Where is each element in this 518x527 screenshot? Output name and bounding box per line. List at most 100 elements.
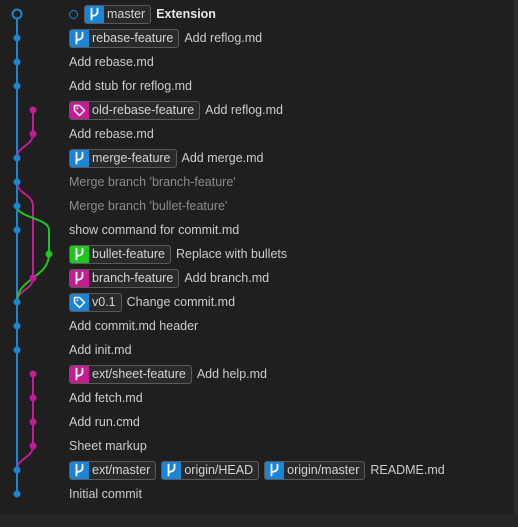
commit-row[interactable]: Add init.md xyxy=(69,338,132,362)
branch-icon xyxy=(70,461,89,479)
status-strip xyxy=(0,514,518,527)
commit-dot xyxy=(13,226,21,234)
commit-dot xyxy=(29,130,37,138)
commit-row[interactable]: master Extension xyxy=(69,2,216,26)
ref-label: rebase-feature xyxy=(92,31,174,45)
branch-icon xyxy=(162,461,182,479)
head-indicator-icon xyxy=(69,9,78,19)
commit-row[interactable]: rebase-feature Add reflog.md xyxy=(69,26,262,50)
commit-dot xyxy=(45,250,53,258)
ref-label: ext/master xyxy=(92,463,151,477)
branch-badge[interactable]: ext/sheet-feature xyxy=(69,364,192,384)
branch-icon xyxy=(85,5,104,23)
ref-label: branch-feature xyxy=(92,271,174,285)
commit-dot xyxy=(13,178,21,186)
commit-message: Add branch.md xyxy=(184,271,270,285)
commit-dot xyxy=(13,466,21,474)
commit-dot xyxy=(13,298,21,306)
ref-label: old-rebase-feature xyxy=(92,103,195,117)
commit-row[interactable]: Sheet markup xyxy=(69,434,147,458)
commit-dot xyxy=(13,346,21,354)
commit-dot xyxy=(29,274,37,282)
commit-graph xyxy=(11,8,53,498)
ref-label: ext/sheet-feature xyxy=(92,367,186,381)
commit-row[interactable]: Add rebase.md xyxy=(69,50,154,74)
commit-row[interactable]: Add fetch.md xyxy=(69,386,143,410)
ref-label: origin/HEAD xyxy=(184,463,254,477)
commit-message: Add merge.md xyxy=(181,151,264,165)
commit-dot xyxy=(13,202,21,210)
branch-badge[interactable]: branch-feature xyxy=(69,268,180,288)
graph-line-branch-feature-out xyxy=(16,181,34,207)
branch-icon xyxy=(70,269,89,287)
commit-message: show command for commit.md xyxy=(69,223,240,237)
commit-row[interactable]: Merge branch 'branch-feature' xyxy=(69,170,236,194)
commit-message: Add fetch.md xyxy=(69,391,143,405)
commit-message: Add help.md xyxy=(196,367,267,381)
commit-dot xyxy=(29,394,37,402)
branch-icon xyxy=(70,29,89,47)
commit-message: Add rebase.md xyxy=(69,127,154,141)
commit-dot xyxy=(13,82,21,90)
commit-message: Sheet markup xyxy=(69,439,147,453)
commit-dot xyxy=(29,370,37,378)
branch-badge[interactable]: master xyxy=(84,4,152,24)
commit-row[interactable]: old-rebase-feature Add reflog.md xyxy=(69,98,283,122)
commit-dot xyxy=(13,490,21,498)
tag-badge[interactable]: old-rebase-feature xyxy=(69,100,201,120)
tag-badge[interactable]: v0.1 xyxy=(69,292,122,312)
graph-line-sheet-join xyxy=(16,445,34,471)
commit-dot xyxy=(29,106,37,114)
ref-label: master xyxy=(107,7,146,21)
commit-dot xyxy=(13,322,21,330)
commit-message: Add run.cmd xyxy=(69,415,140,429)
commit-message: Add rebase.md xyxy=(69,55,154,69)
commit-row[interactable]: Add run.cmd xyxy=(69,410,140,434)
commit-row[interactable]: ext/master origin/HEAD origin/master README… xyxy=(69,458,445,482)
commit-row[interactable]: v0.1 Change commit.md xyxy=(69,290,235,314)
commit-dot xyxy=(13,58,21,66)
head-commit-dot xyxy=(11,8,23,20)
commit-row[interactable]: show command for commit.md xyxy=(69,218,239,242)
commit-row[interactable]: bullet-feature Replace with bullets xyxy=(69,242,287,266)
commit-message: Add commit.md header xyxy=(69,319,199,333)
commit-row[interactable]: branch-feature Add branch.md xyxy=(69,266,269,290)
commit-message: Merge branch 'branch-feature' xyxy=(69,175,236,189)
ref-label: v0.1 xyxy=(92,295,116,309)
branch-badge[interactable]: bullet-feature xyxy=(69,244,171,264)
branch-badge[interactable]: rebase-feature xyxy=(69,28,180,48)
commit-row[interactable]: ext/sheet-feature Add help.md xyxy=(69,362,267,386)
branch-badge[interactable]: origin/master xyxy=(264,460,366,480)
branch-icon xyxy=(70,365,89,383)
branch-icon xyxy=(265,461,285,479)
tag-icon xyxy=(70,293,89,311)
commit-row[interactable]: Merge branch 'bullet-feature' xyxy=(69,194,227,218)
branch-badge[interactable]: origin/HEAD xyxy=(161,460,260,480)
commit-message: Initial commit xyxy=(69,487,142,501)
commit-message: Change commit.md xyxy=(126,295,236,309)
tag-icon xyxy=(70,101,89,119)
ref-label: merge-feature xyxy=(92,151,171,165)
branch-badge[interactable]: merge-feature xyxy=(69,148,177,168)
commit-message: Add reflog.md xyxy=(205,103,283,117)
scrollbar-track[interactable] xyxy=(514,0,518,527)
branch-icon xyxy=(70,245,89,263)
branch-badge[interactable]: ext/master xyxy=(69,460,157,480)
ref-label: origin/master xyxy=(287,463,360,477)
commit-message: Merge branch 'bullet-feature' xyxy=(69,199,228,213)
commit-message: Add reflog.md xyxy=(184,31,263,45)
branch-icon xyxy=(70,149,89,167)
commit-row[interactable]: Add rebase.md xyxy=(69,122,154,146)
commit-message: Extension xyxy=(156,7,216,21)
commit-message: Add stub for reflog.md xyxy=(69,79,192,93)
commit-dot xyxy=(13,34,21,42)
commit-row[interactable]: Initial commit xyxy=(69,482,142,506)
commit-row[interactable]: Add commit.md header xyxy=(69,314,198,338)
commit-row[interactable]: merge-feature Add merge.md xyxy=(69,146,264,170)
commit-message: Replace with bullets xyxy=(175,247,288,261)
graph-line-rebase-join xyxy=(16,133,34,159)
commit-row[interactable]: Add stub for reflog.md xyxy=(69,74,192,98)
commit-dot xyxy=(13,154,21,162)
commit-message: Add init.md xyxy=(69,343,132,357)
commit-message: README.md xyxy=(370,463,445,477)
